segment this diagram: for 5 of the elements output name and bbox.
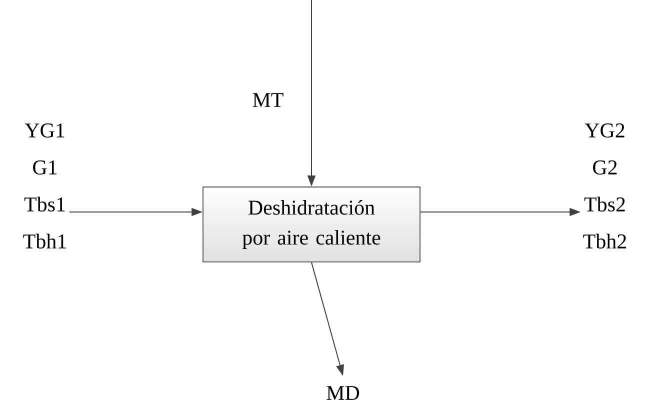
variable-list: YG2 G2 Tbs2 Tbh2 — [583, 123, 626, 249]
process-box: Deshidratación por aire caliente — [202, 186, 420, 262]
edge-label: MT — [252, 93, 284, 107]
output-label: MD — [326, 386, 360, 400]
variable-list: YG1 G1 Tbs1 Tbh1 — [23, 123, 66, 249]
